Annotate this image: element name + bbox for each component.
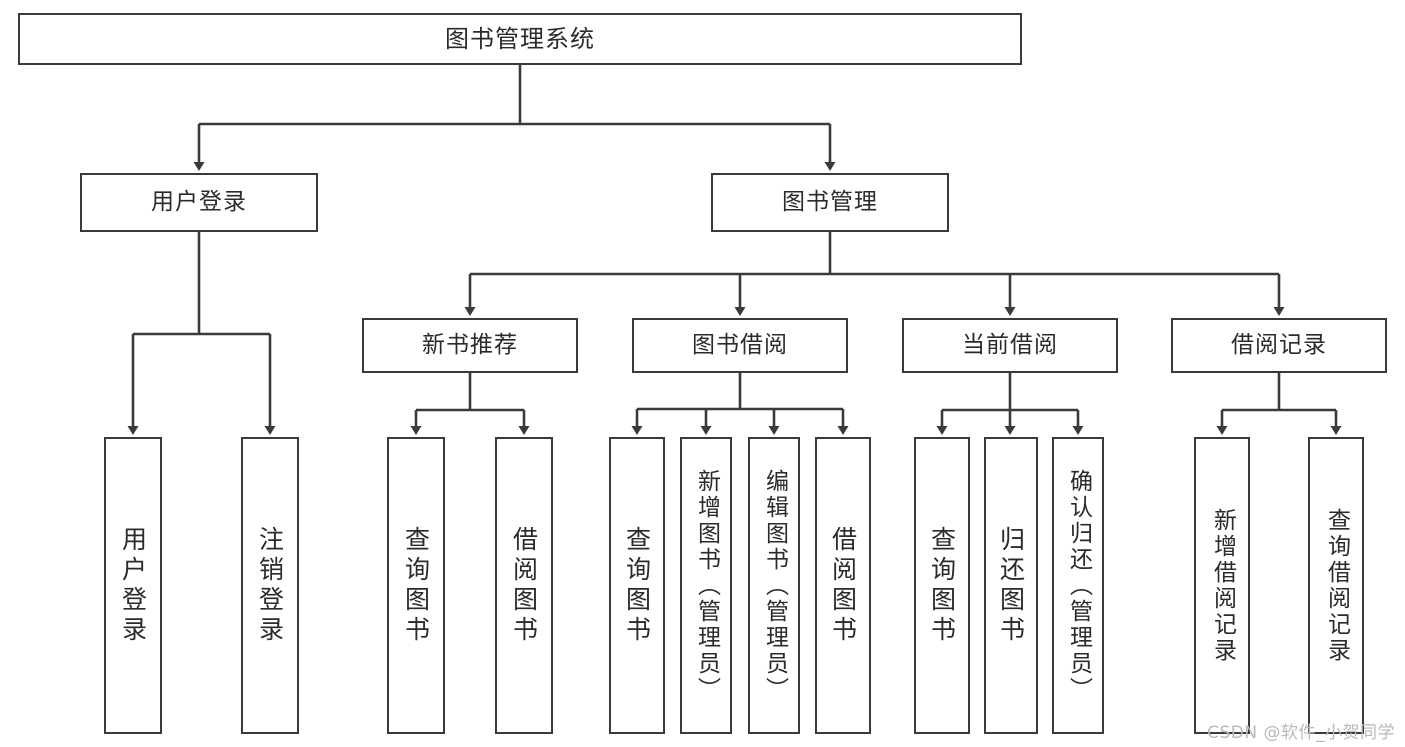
- leaf-query-book-current[interactable]: 查询图书: [914, 437, 970, 734]
- node-label: 注销登录: [255, 525, 285, 646]
- node-label: 新增借阅记录: [1209, 507, 1236, 664]
- leaf-add-borrow-record[interactable]: 新增借阅记录: [1194, 437, 1250, 734]
- leaf-borrow-book-borrow[interactable]: 借阅图书: [815, 437, 871, 734]
- node-label: 借阅图书: [828, 525, 858, 646]
- node-new-book-rec[interactable]: 新书推荐: [362, 318, 578, 373]
- node-label: 借阅图书: [509, 525, 539, 646]
- node-label: 查询图书: [927, 525, 957, 646]
- watermark-text: CSDN @软件_小贺同学: [1207, 723, 1395, 743]
- node-user-login[interactable]: 用户登录: [80, 173, 318, 232]
- node-label: 确认归还（管理员）: [1065, 468, 1092, 703]
- leaf-query-book-new-rec[interactable]: 查询图书: [387, 437, 445, 734]
- node-label: 当前借阅: [962, 331, 1058, 358]
- leaf-user-login[interactable]: 用户登录: [104, 437, 162, 734]
- node-book-manage[interactable]: 图书管理: [711, 173, 949, 232]
- node-label: 新增图书（管理员）: [693, 468, 720, 703]
- node-current-borrow[interactable]: 当前借阅: [902, 318, 1118, 373]
- node-label: 图书借阅: [692, 331, 788, 358]
- node-root-system[interactable]: 图书管理系统: [18, 13, 1022, 65]
- node-label: 归还图书: [996, 525, 1026, 646]
- node-label: 查询图书: [401, 525, 431, 646]
- node-label: 图书管理: [782, 188, 878, 215]
- node-label: 图书管理系统: [445, 24, 595, 53]
- leaf-query-book-borrow[interactable]: 查询图书: [609, 437, 665, 734]
- leaf-return-book[interactable]: 归还图书: [984, 437, 1038, 734]
- node-label: 用户登录: [151, 188, 247, 215]
- node-label: 查询图书: [622, 525, 652, 646]
- node-label: 借阅记录: [1231, 331, 1327, 358]
- node-label: 新书推荐: [422, 331, 518, 358]
- leaf-borrow-book-new-rec[interactable]: 借阅图书: [495, 437, 553, 734]
- leaf-add-book-admin[interactable]: 新增图书（管理员）: [680, 437, 732, 734]
- leaf-confirm-return-admin[interactable]: 确认归还（管理员）: [1052, 437, 1104, 734]
- leaf-query-borrow-record[interactable]: 查询借阅记录: [1308, 437, 1364, 734]
- node-book-borrow[interactable]: 图书借阅: [632, 318, 848, 373]
- leaf-edit-book-admin[interactable]: 编辑图书（管理员）: [748, 437, 800, 734]
- node-label: 编辑图书（管理员）: [761, 468, 788, 703]
- node-label: 查询借阅记录: [1323, 507, 1350, 664]
- node-borrow-record[interactable]: 借阅记录: [1171, 318, 1387, 373]
- node-label: 用户登录: [118, 525, 148, 646]
- leaf-user-logout[interactable]: 注销登录: [241, 437, 299, 734]
